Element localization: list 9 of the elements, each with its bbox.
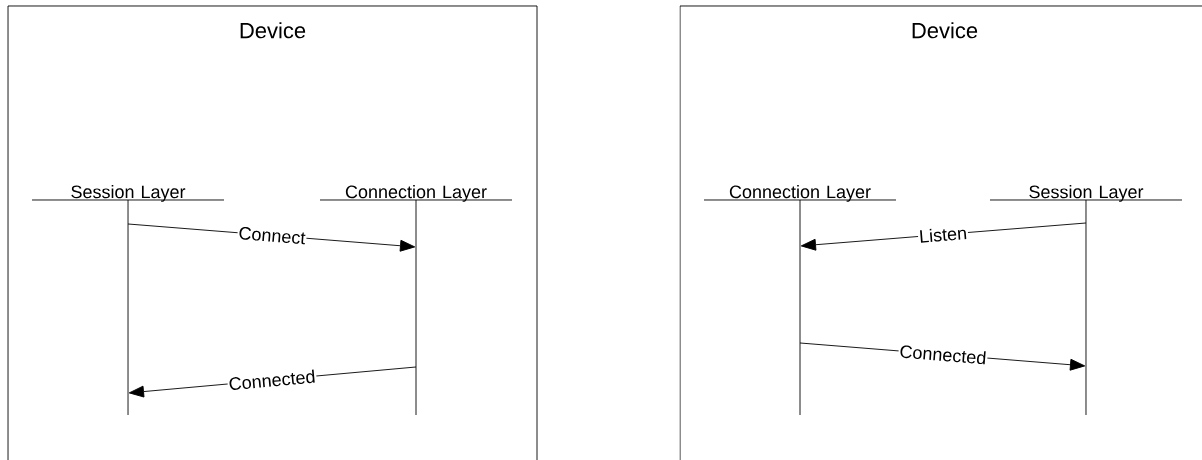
edge-label: Connect bbox=[237, 225, 307, 246]
message-arrow bbox=[800, 222, 1087, 251]
edge-label: Connected bbox=[227, 368, 318, 392]
edge-label: Connected bbox=[898, 343, 988, 366]
lifeline: Session Layer bbox=[31, 185, 225, 416]
lifeline: Connection Layer bbox=[319, 185, 513, 416]
lifeline: Connection Layer bbox=[703, 185, 897, 416]
edge-label: Listen bbox=[917, 224, 969, 245]
lifeline: Session Layer bbox=[989, 185, 1183, 416]
